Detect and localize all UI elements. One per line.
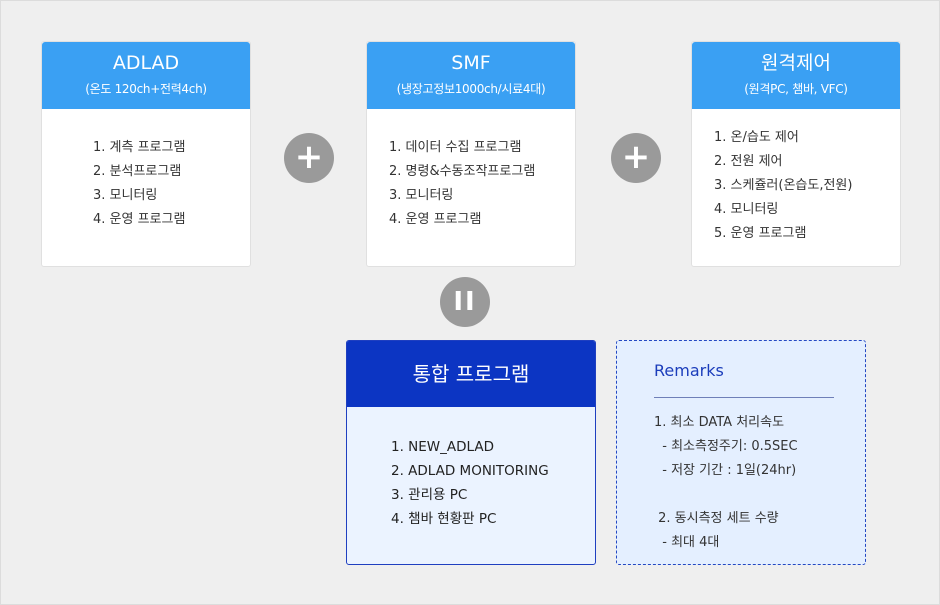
- list-item: 1. 데이터 수집 프로그램: [389, 140, 522, 155]
- plus-icon: +: [611, 133, 661, 183]
- adlad-subtitle: (온도 120ch+전력4ch): [85, 82, 207, 96]
- list-item: 2. 전원 제어: [714, 154, 783, 169]
- list-item: 3. 모니터링: [93, 188, 158, 203]
- smf-subtitle: (냉장고정보1000ch/시료4대): [396, 82, 546, 96]
- remarks-line: [654, 483, 798, 507]
- smf-card-header: SMF (냉장고정보1000ch/시료4대): [367, 42, 575, 109]
- list-item: 2. 명령&수동조작프로그램: [389, 164, 536, 179]
- list-item: 1. 온/습도 제어: [714, 130, 799, 145]
- remarks-divider: [654, 397, 834, 398]
- list-item: 1. 계측 프로그램: [93, 140, 186, 155]
- integrated-program-card: 통합 프로그램 1. NEW_ADLAD 2. ADLAD MONITORING…: [346, 340, 596, 565]
- remote-control-subtitle: (원격PC, 챔바, VFC): [744, 82, 848, 96]
- plus-symbol: +: [294, 137, 324, 177]
- integrated-program-title: 통합 프로그램: [347, 341, 595, 407]
- remarks-line: - 최대 4대: [654, 535, 720, 550]
- equals-icon: II: [440, 277, 490, 327]
- remarks-line: - 최소측정주기: 0.5SEC: [654, 439, 798, 454]
- remarks-title: Remarks: [654, 361, 724, 380]
- remarks-line: 1. 최소 DATA 처리속도: [654, 415, 785, 430]
- list-item: 4. 운영 프로그램: [93, 212, 186, 227]
- list-item: 5. 운영 프로그램: [714, 226, 807, 241]
- remarks-list: 1. 최소 DATA 처리속도 - 최소측정주기: 0.5SEC - 저장 기간…: [654, 411, 798, 555]
- remarks-line: - 저장 기간 : 1일(24hr): [654, 463, 797, 478]
- smf-feature-list: 1. 데이터 수집 프로그램 2. 명령&수동조작프로그램 3. 모니터링 4.…: [389, 136, 535, 232]
- adlad-title: ADLAD: [112, 52, 180, 74]
- remarks-box: Remarks 1. 최소 DATA 처리속도 - 최소측정주기: 0.5SEC…: [616, 340, 866, 565]
- remote-control-card: 원격제어 (원격PC, 챔바, VFC) 1. 온/습도 제어 2. 전원 제어…: [691, 41, 901, 267]
- smf-title: SMF: [451, 52, 491, 74]
- list-item: 2. 분석프로그램: [93, 164, 182, 179]
- remote-control-title: 원격제어: [761, 52, 831, 74]
- remarks-line: 2. 동시측정 세트 수량: [654, 511, 779, 526]
- list-item: 4. 챔바 현황판 PC: [391, 511, 497, 527]
- adlad-feature-list: 1. 계측 프로그램 2. 분석프로그램 3. 모니터링 4. 운영 프로그램: [93, 136, 185, 232]
- adlad-card: ADLAD (온도 120ch+전력4ch) 1. 계측 프로그램 2. 분석프…: [41, 41, 251, 267]
- remote-control-feature-list: 1. 온/습도 제어 2. 전원 제어 3. 스케쥴러(온습도,전원) 4. 모…: [714, 126, 852, 246]
- adlad-card-header: ADLAD (온도 120ch+전력4ch): [42, 42, 250, 109]
- remote-control-card-header: 원격제어 (원격PC, 챔바, VFC): [692, 42, 900, 109]
- integrated-program-list: 1. NEW_ADLAD 2. ADLAD MONITORING 3. 관리용 …: [391, 435, 549, 531]
- list-item: 3. 스케쥴러(온습도,전원): [714, 178, 853, 193]
- plus-symbol: +: [621, 137, 651, 177]
- list-item: 4. 운영 프로그램: [389, 212, 482, 227]
- plus-icon: +: [284, 133, 334, 183]
- list-item: 1. NEW_ADLAD: [391, 439, 494, 455]
- smf-card: SMF (냉장고정보1000ch/시료4대) 1. 데이터 수집 프로그램 2.…: [366, 41, 576, 267]
- list-item: 4. 모니터링: [714, 202, 779, 217]
- list-item: 3. 모니터링: [389, 188, 454, 203]
- list-item: 2. ADLAD MONITORING: [391, 463, 549, 479]
- list-item: 3. 관리용 PC: [391, 487, 468, 503]
- equals-symbol: II: [453, 287, 477, 317]
